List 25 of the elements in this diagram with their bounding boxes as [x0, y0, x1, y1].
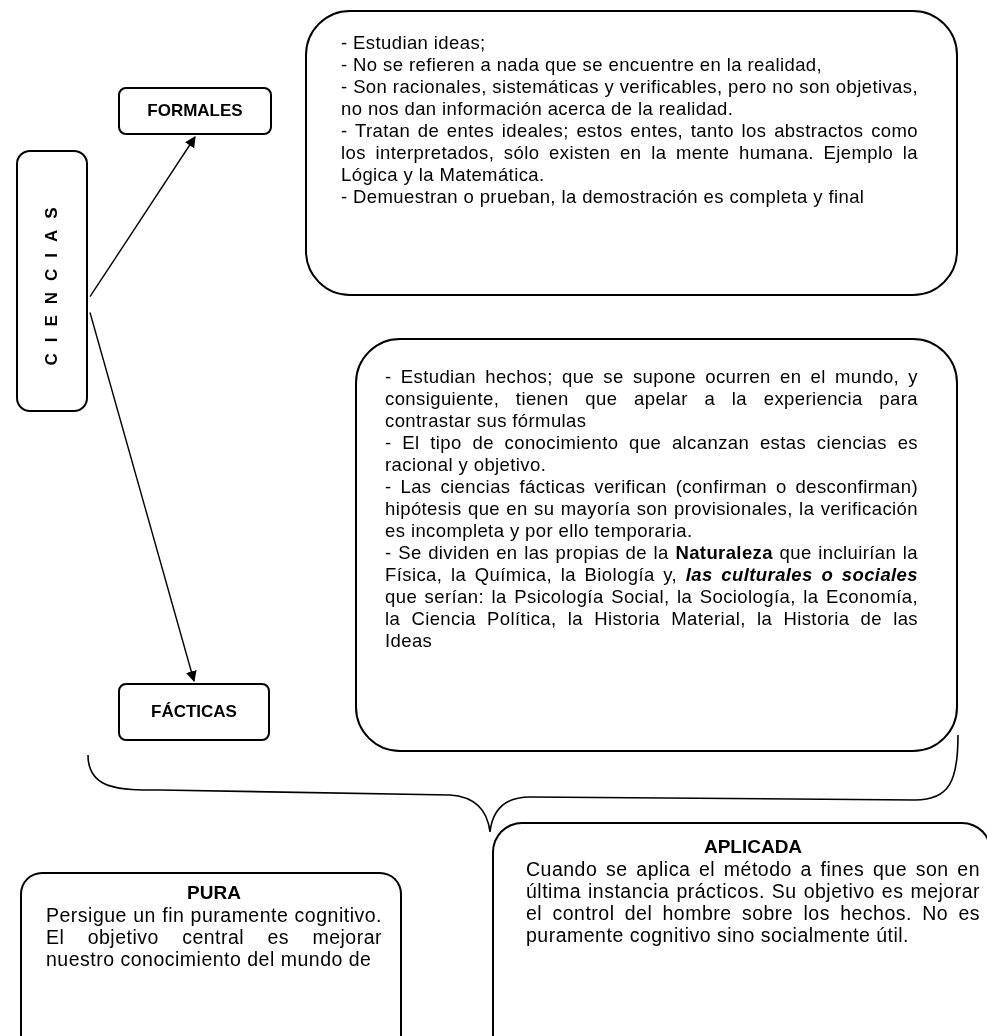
description-text: - Tratan de entes ideales; estos entes, tanto los abstractos como los interpretados, sólo existen en la mente humana. Ejemplo la Lógica y la Matemática.: [341, 120, 918, 186]
description-text: Cuando se aplica el método a fines que son en última instancia prácticos. Su objetivo es mejorar el control del hombre sobre los hechos. No es puramente cognitivo sino socialmente útil.: [526, 858, 980, 946]
description-box: [305, 10, 958, 296]
description-text: Persigue un fin puramente cognitivo. El objetivo central es mejorar nuestro conocimiento del mundo de: [46, 904, 382, 970]
description-text: - Estudian ideas;: [341, 32, 487, 54]
research-type-box: [492, 822, 987, 1036]
description-text: - Las ciencias fácticas verifican (confirman o desconfirman) hipótesis que en su mayoría son provisionales, la verificación es incompleta y por ello temporaria.: [385, 476, 918, 542]
description-text: - No se refieren a nada que se encuentre en la realidad,: [341, 54, 824, 76]
category-box: [118, 683, 270, 741]
arrow: [89, 136, 196, 298]
box-heading: PURA: [186, 882, 242, 904]
description-text: - Demuestran o prueban, la demostración es completa y final: [341, 186, 866, 208]
description-text: - Se dividen en las propias de la Naturaleza que incluirían la Física, la Química, la Biología y, las culturales o sociales que serían: la Psicología Social, la Sociología, la Economía, la Ciencia Política, la Historia Material, la Historia de las Ideas: [385, 542, 918, 652]
description-text: - Son racionales, sistemáticas y verificables, pero no son objetivas, no nos dan información acerca de la realidad.: [341, 76, 918, 120]
vertical-title: CIENCIAS: [42, 196, 62, 366]
arrow: [89, 311, 197, 683]
research-type-box: [20, 872, 402, 1036]
category-label: FORMALES: [147, 101, 243, 121]
description-text: - Estudian hechos; que se supone ocurren en el mundo, y consiguiente, tienen que apelar a la experiencia para contrastar sus fórmulas: [385, 366, 918, 432]
description-text: - El tipo de conocimiento que alcanzan estas ciencias es racional y objetivo.: [385, 432, 918, 476]
category-label: FÁCTICAS: [151, 702, 237, 722]
category-box: [118, 87, 272, 135]
title-box: [16, 150, 88, 412]
box-heading: APLICADA: [702, 836, 804, 858]
description-box: [355, 338, 958, 752]
